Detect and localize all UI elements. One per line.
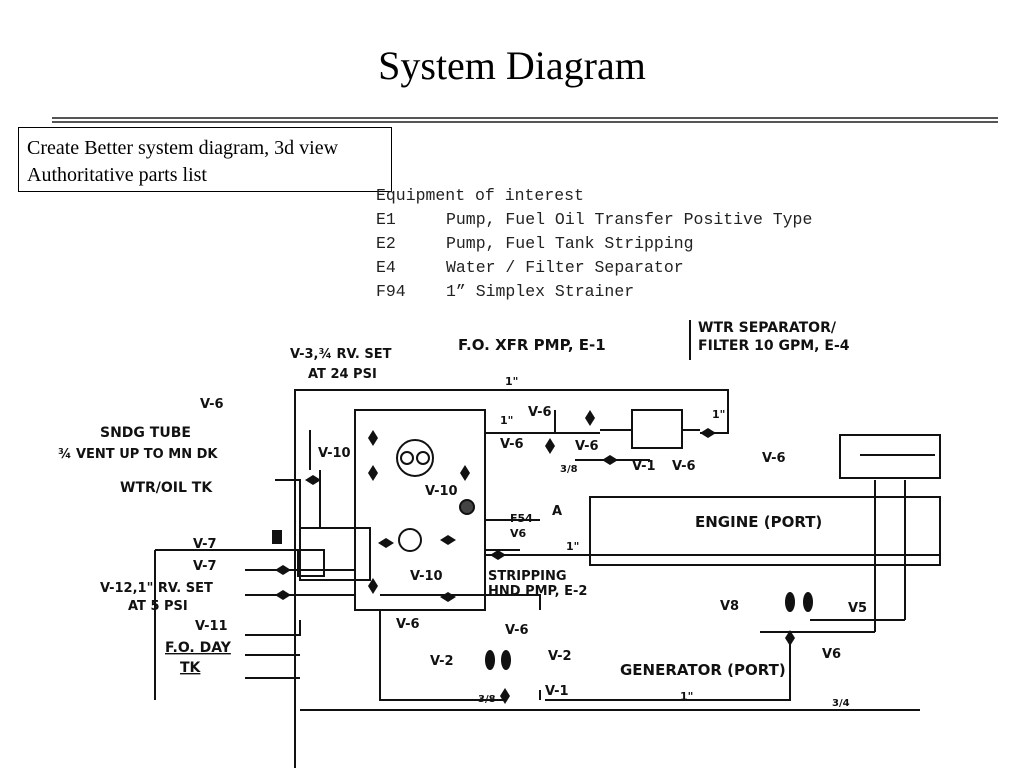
label-v3-setting: AT 24 PSI	[308, 367, 377, 382]
label-v6-top-left: V-6	[200, 397, 224, 412]
title-divider-bottom	[52, 121, 998, 123]
label-f94: F54	[510, 512, 533, 525]
equipment-code: E1	[376, 210, 396, 229]
equipment-code: E2	[376, 234, 396, 253]
label-v6-strainer: V6	[510, 527, 527, 540]
label-v2b: V-2	[548, 649, 572, 664]
label-size-1in-d: 1"	[566, 540, 579, 553]
label-v6d: V-6	[672, 459, 696, 474]
strainer-icon	[459, 499, 475, 515]
label-generator-port: GENERATOR (PORT)	[620, 661, 786, 679]
equipment-desc: Pump, Fuel Tank Stripping	[446, 234, 694, 253]
label-size-1in-a: 1"	[505, 375, 518, 388]
notes-box: Create Better system diagram, 3d view Au…	[18, 127, 392, 192]
label-v5: V5	[848, 601, 867, 616]
label-size-3-8-b: 3/8	[478, 694, 496, 705]
label-size-1in-e: 1"	[680, 690, 693, 703]
label-v8: V8	[720, 599, 739, 614]
label-stripping: STRIPPING	[488, 569, 567, 584]
valve-icons	[272, 410, 813, 704]
equipment-code: E4	[376, 258, 396, 277]
label-v6c: V-6	[575, 439, 599, 454]
pipe-lines	[154, 320, 941, 768]
equipment-desc: 1” Simplex Strainer	[446, 282, 635, 301]
label-v3: V-3,¾ RV. SET	[290, 347, 392, 362]
equipment-heading: Equipment of interest	[376, 186, 584, 205]
label-fo-day: F.O. DAY	[165, 640, 232, 656]
label-stripping-pump: HND PMP, E-2	[488, 584, 587, 599]
title-divider-top	[52, 117, 998, 119]
note-line: Authoritative parts list	[27, 164, 207, 186]
label-v6f: V-6	[396, 617, 420, 632]
label-size-1in-b: 1"	[500, 414, 513, 427]
label-fo-xfr-pump: F.O. XFR PMP, E-1	[458, 336, 606, 354]
label-v7b: V-7	[193, 559, 217, 574]
label-tk: TK	[180, 660, 202, 676]
equipment-item: E1 Pump, Fuel Oil Transfer Positive Type	[376, 208, 812, 232]
label-engine-port: ENGINE (PORT)	[695, 513, 822, 531]
label-wtr-oil-tank: WTR/OIL TK	[120, 480, 213, 496]
label-a-mark: A	[552, 504, 562, 519]
label-v6-right: V6	[822, 647, 841, 662]
label-v10c: V-10	[410, 569, 443, 584]
label-v12-setting: AT 5 PSI	[128, 599, 188, 614]
label-v12: V-12,1" RV. SET	[100, 581, 213, 596]
label-vent: ¾ VENT UP TO MN DK	[58, 447, 218, 462]
pump-e1-icon	[396, 439, 434, 477]
equipment-desc: Water / Filter Separator	[446, 258, 684, 277]
equipment-code: F94	[376, 282, 406, 301]
label-size-3-4: 3/4	[832, 698, 850, 709]
label-wtr-separator: WTR SEPARATOR/	[698, 320, 837, 336]
label-v7a: V-7	[193, 537, 217, 552]
label-v1a: V-1	[632, 459, 656, 474]
equipment-item: F94 1” Simplex Strainer	[376, 280, 812, 304]
note-line: Create Better system diagram, 3d view	[27, 137, 339, 159]
stripping-pump-icon	[398, 528, 422, 552]
equipment-item: E2 Pump, Fuel Tank Stripping	[376, 232, 812, 256]
label-v11: V-11	[195, 619, 228, 634]
label-v6b: V-6	[528, 405, 552, 420]
label-v6g: V-6	[505, 623, 529, 638]
equipment-desc: Pump, Fuel Oil Transfer Positive Type	[446, 210, 813, 229]
label-v6a: V-6	[500, 437, 524, 452]
label-v2a: V-2	[430, 654, 454, 669]
label-wtr-separator-filter: FILTER 10 GPM, E-4	[698, 338, 850, 354]
label-size-3-8-a: 3/8	[560, 464, 578, 475]
label-v1b: V-1	[545, 684, 569, 699]
label-v10a: V-10	[318, 446, 351, 461]
fuel-system-schematic: V-3,¾ RV. SET AT 24 PSI F.O. XFR PMP, E-…	[58, 320, 941, 768]
slide-title: System Diagram	[378, 43, 646, 88]
label-v10b: V-10	[425, 484, 458, 499]
equipment-item: E4 Water / Filter Separator	[376, 256, 812, 280]
label-size-1in-c: 1"	[712, 408, 725, 421]
label-sndg-tube: SNDG TUBE	[100, 425, 191, 441]
label-v6e: V-6	[762, 451, 786, 466]
